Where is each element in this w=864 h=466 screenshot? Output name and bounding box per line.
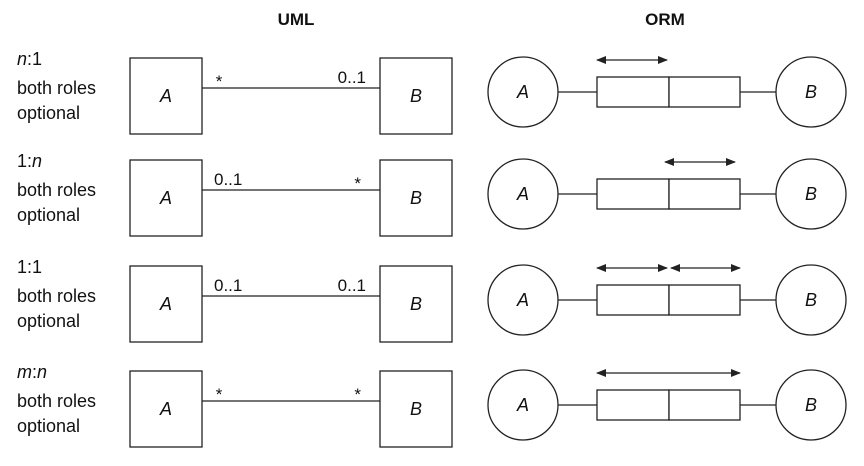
orm-header: ORM [645, 10, 685, 29]
cardinality-label: m:n [17, 362, 47, 382]
uml-entity-a-label: A [159, 399, 172, 419]
uml-entity-a-label: A [159, 188, 172, 208]
cardinality-label: 1:1 [17, 257, 42, 277]
description-line-2: optional [17, 205, 80, 225]
orm-entity-b-label: B [805, 395, 817, 415]
comparison-row: m:n both roles optional A B * * A B [17, 362, 847, 448]
uml-class-box-a [129, 265, 203, 343]
uml-entity-b-label: B [410, 188, 422, 208]
orm-role-box-right [668, 284, 741, 316]
uml-multiplicity-b: 0..1 [338, 68, 366, 87]
cardinality-label: 1:n [17, 151, 42, 171]
orm-entity-a-label: A [516, 184, 529, 204]
orm-role-box-right [668, 178, 741, 210]
orm-entity-a-label: A [516, 290, 529, 310]
uml-class-box-b [379, 370, 453, 448]
comparison-row: 1:1 both roles optional A B 0..1 0..1A B [17, 257, 847, 343]
uml-class-box-a [129, 57, 203, 135]
orm-entity-a-label: A [516, 82, 529, 102]
uml-class-box-a [129, 159, 203, 237]
uml-multiplicity-b: 0..1 [338, 276, 366, 295]
description-line-1: both roles [17, 78, 96, 98]
uml-class-box-b [379, 57, 453, 135]
uml-class-box-b [379, 159, 453, 237]
description-line-2: optional [17, 416, 80, 436]
description-line-1: both roles [17, 391, 96, 411]
uml-entity-b-label: B [410, 294, 422, 314]
uml-entity-a-label: A [159, 86, 172, 106]
comparison-row: n:1 both roles optional A B * 0..1A B [17, 49, 847, 135]
uml-multiplicity-b: * [354, 174, 361, 193]
orm-role-box-left [596, 76, 670, 108]
orm-role-box-right [668, 389, 741, 421]
uml-header: UML [278, 10, 315, 29]
description-line-1: both roles [17, 180, 96, 200]
uml-multiplicity-a: * [216, 72, 223, 91]
uml-entity-a-label: A [159, 294, 172, 314]
description-line-1: both roles [17, 286, 96, 306]
orm-entity-b-label: B [805, 290, 817, 310]
comparison-row: 1:n both roles optional A B 0..1 * A B [17, 151, 847, 237]
uml-multiplicity-a: * [216, 385, 223, 404]
description-line-2: optional [17, 311, 80, 331]
orm-role-box-right [668, 76, 741, 108]
orm-entity-a-label: A [516, 395, 529, 415]
uml-multiplicity-a: 0..1 [214, 170, 242, 189]
orm-role-box-left [596, 284, 670, 316]
description-line-2: optional [17, 103, 80, 123]
uml-multiplicity-b: * [354, 385, 361, 404]
orm-entity-b-label: B [805, 184, 817, 204]
orm-entity-b-label: B [805, 82, 817, 102]
uml-class-box-b [379, 265, 453, 343]
orm-role-box-left [596, 178, 670, 210]
uml-multiplicity-a: 0..1 [214, 276, 242, 295]
cardinality-label: n:1 [17, 49, 42, 69]
uml-entity-b-label: B [410, 399, 422, 419]
orm-role-box-left [596, 389, 670, 421]
uml-entity-b-label: B [410, 86, 422, 106]
uml-class-box-a [129, 370, 203, 448]
